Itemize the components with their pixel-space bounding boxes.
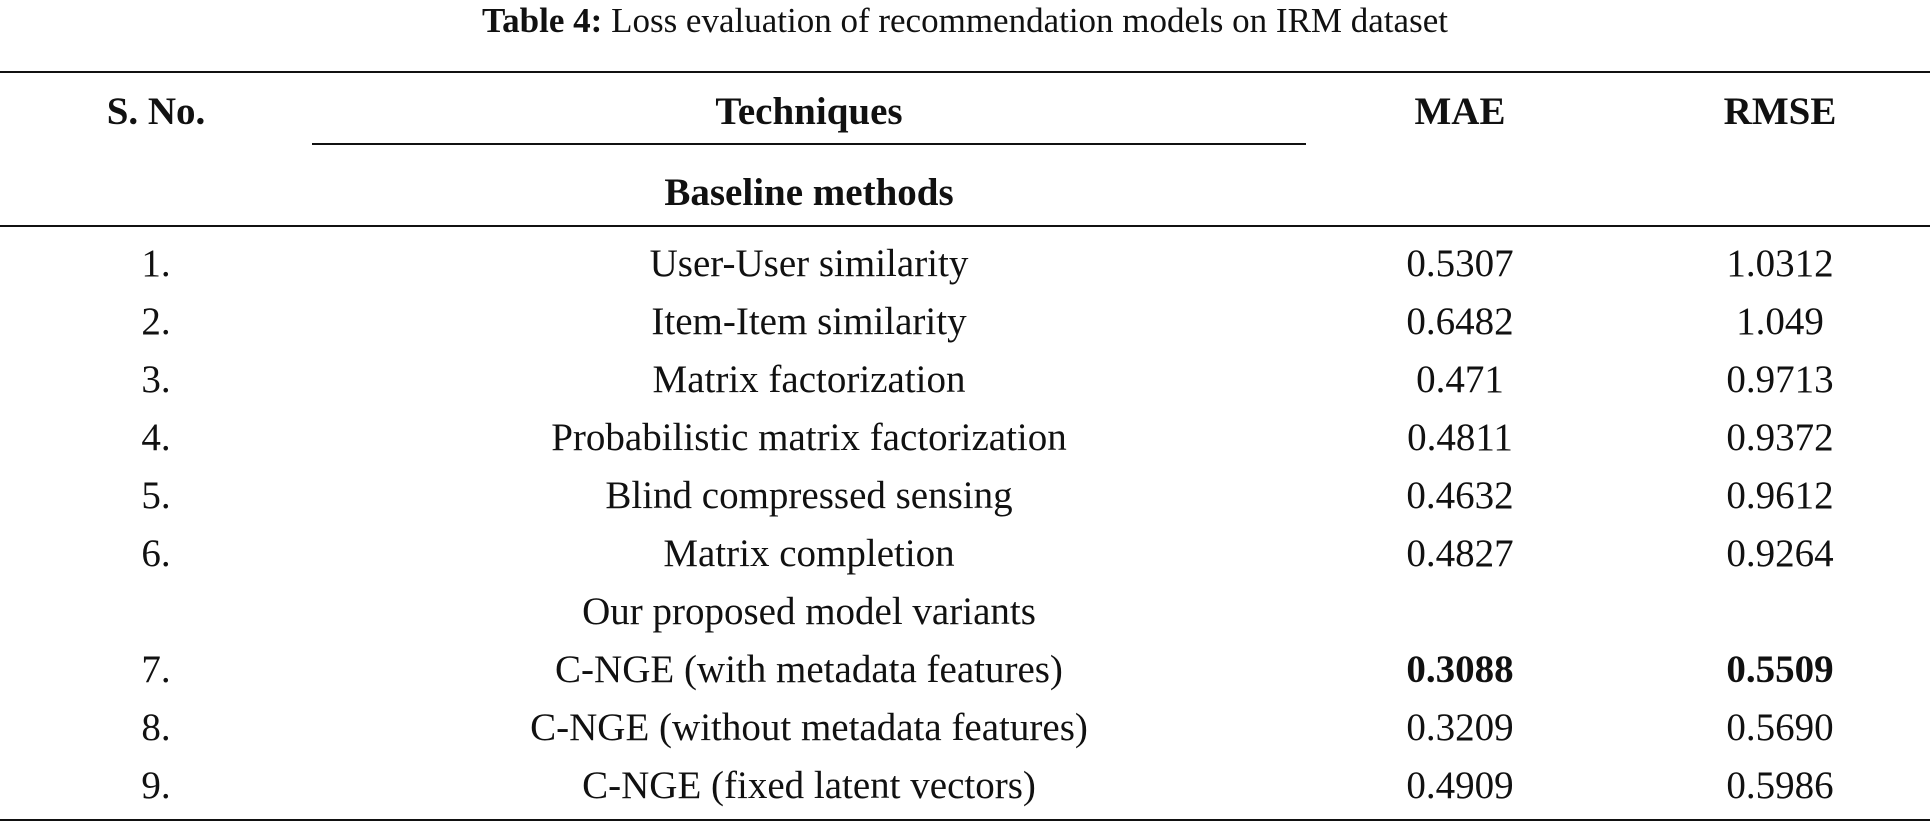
row-mae: 0.4811 [1407, 416, 1513, 459]
row-sno: 4. [141, 416, 171, 459]
top-rule [0, 71, 1930, 73]
row-rmse: 0.9264 [1726, 532, 1834, 575]
header-rmse: RMSE [1723, 90, 1837, 133]
table-caption: Table 4: Loss evaluation of recommendati… [0, 0, 1930, 42]
row-rmse: 0.9713 [1726, 358, 1834, 401]
header-techniques: Techniques [715, 90, 903, 133]
row-technique: Blind compressed sensing [605, 474, 1013, 517]
row-sno: 2. [141, 300, 171, 343]
row-mae: 0.4632 [1406, 474, 1514, 517]
row-technique: C-NGE (without metadata features) [530, 706, 1088, 749]
row-mae: 0.4909 [1406, 764, 1514, 807]
row-sno: 8. [141, 706, 171, 749]
bottom-rule [0, 819, 1930, 821]
row-technique: C-NGE (fixed latent vectors) [582, 764, 1036, 807]
row-mae-best: 0.3088 [1406, 648, 1514, 691]
header-rule [0, 225, 1930, 227]
row-sno: 7. [141, 648, 171, 691]
row-sno: 5. [141, 474, 171, 517]
header-sno: S. No. [106, 90, 206, 133]
row-rmse: 0.5690 [1726, 706, 1834, 749]
row-rmse: 0.9612 [1726, 474, 1834, 517]
row-sno: 6. [141, 532, 171, 575]
section-baseline: Baseline methods [664, 171, 954, 214]
row-mae: 0.471 [1416, 358, 1504, 401]
section-proposed: Our proposed model variants [582, 590, 1036, 633]
caption-label: Table 4: [482, 1, 603, 40]
row-rmse: 1.0312 [1726, 242, 1834, 285]
techniques-underline [312, 143, 1306, 145]
row-rmse: 0.9372 [1726, 416, 1834, 459]
row-sno: 9. [141, 764, 171, 807]
row-technique: Item-Item similarity [651, 300, 967, 343]
row-technique: C-NGE (with metadata features) [555, 648, 1063, 691]
row-technique: Matrix factorization [652, 358, 966, 401]
row-sno: 1. [141, 242, 171, 285]
row-rmse-best: 0.5509 [1726, 648, 1834, 691]
row-sno: 3. [141, 358, 171, 401]
row-rmse: 0.5986 [1726, 764, 1834, 807]
row-mae: 0.5307 [1406, 242, 1514, 285]
row-technique: Probabilistic matrix factorization [551, 416, 1067, 459]
row-mae: 0.4827 [1406, 532, 1514, 575]
row-technique: User-User similarity [649, 242, 969, 285]
row-rmse: 1.049 [1736, 300, 1824, 343]
row-technique: Matrix completion [663, 532, 955, 575]
row-mae: 0.6482 [1406, 300, 1514, 343]
row-mae: 0.3209 [1406, 706, 1514, 749]
header-mae: MAE [1414, 90, 1506, 133]
caption-text: Loss evaluation of recommendation models… [602, 1, 1448, 40]
